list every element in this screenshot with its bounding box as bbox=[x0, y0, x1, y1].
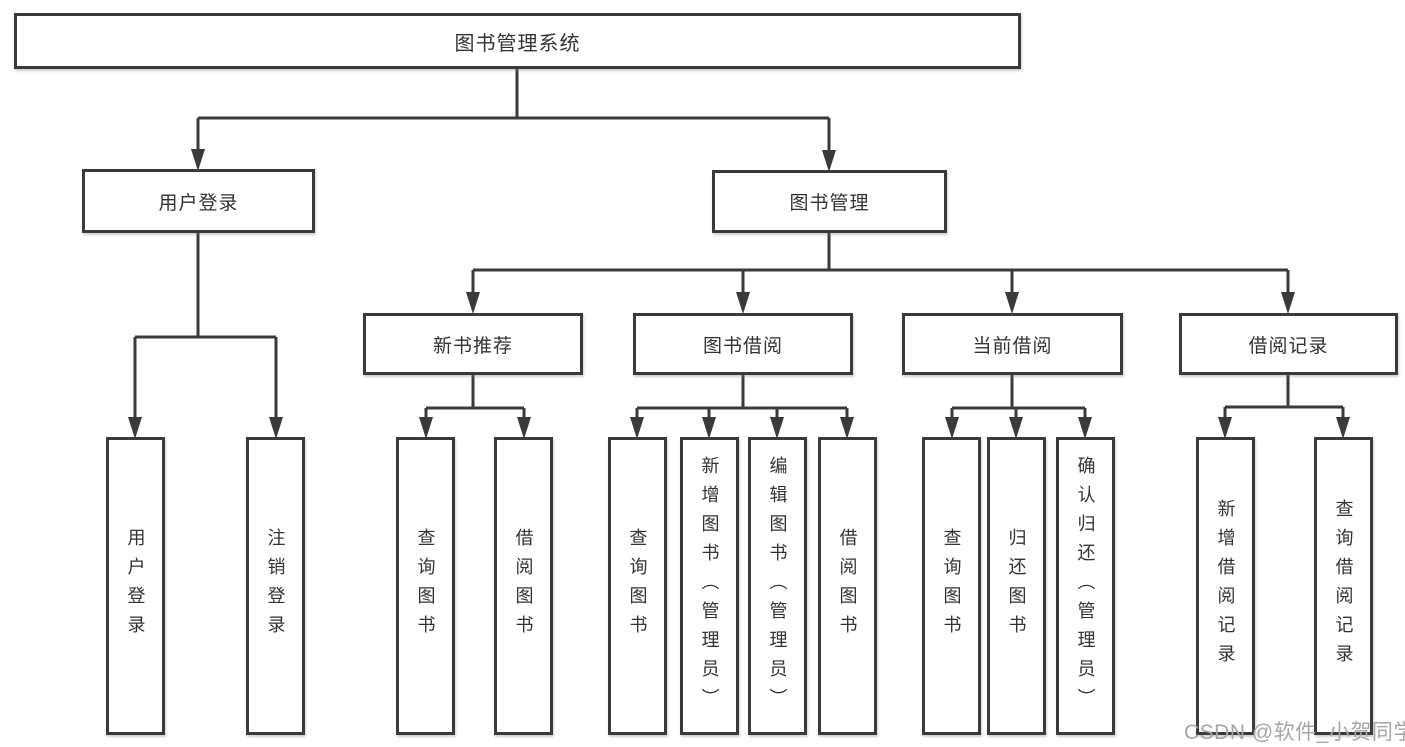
node-label: 新书推荐 bbox=[432, 335, 513, 357]
node-label: 查询图书 bbox=[941, 528, 962, 644]
node-library-management-system: 图书管理系统 bbox=[14, 13, 1021, 69]
node-label: 新增借阅记录 bbox=[1215, 499, 1236, 673]
node-label: 图书管理系统 bbox=[454, 32, 581, 55]
node-book-borrowing: 图书借阅 bbox=[633, 313, 853, 375]
node-leaf-borrow-books-2: 借阅图书 bbox=[818, 437, 877, 735]
node-new-book-recommend: 新书推荐 bbox=[363, 313, 583, 375]
node-label: 借阅图书 bbox=[837, 528, 858, 644]
node-label: 注销登录 bbox=[265, 528, 286, 644]
node-user-login-group: 用户登录 bbox=[82, 169, 315, 233]
csdn-watermark: CSDN @软件_小贺同学 bbox=[1184, 721, 1405, 744]
node-label: 确认归还（管理员） bbox=[1075, 455, 1096, 717]
node-label: 借阅图书 bbox=[513, 528, 534, 644]
node-leaf-return-book: 归还图书 bbox=[987, 437, 1046, 735]
node-leaf-user-login: 用户登录 bbox=[106, 437, 165, 735]
node-label: 图书借阅 bbox=[702, 335, 783, 357]
node-leaf-query-borrow-record: 查询借阅记录 bbox=[1314, 437, 1373, 735]
node-book-management: 图书管理 bbox=[712, 170, 947, 233]
node-leaf-query-books-2: 查询图书 bbox=[608, 437, 667, 735]
node-leaf-confirm-return-admin: 确认归还（管理员） bbox=[1056, 437, 1115, 735]
node-leaf-add-book-admin: 新增图书（管理员） bbox=[680, 437, 739, 735]
node-current-borrowing: 当前借阅 bbox=[902, 313, 1123, 375]
node-label: 新增图书（管理员） bbox=[699, 455, 720, 717]
node-label: 查询借阅记录 bbox=[1333, 499, 1354, 673]
node-leaf-edit-book-admin: 编辑图书（管理员） bbox=[748, 437, 807, 735]
node-label: 借阅记录 bbox=[1248, 335, 1329, 357]
node-leaf-add-borrow-record: 新增借阅记录 bbox=[1196, 437, 1255, 735]
node-label: 查询图书 bbox=[627, 528, 648, 644]
node-label: 用户登录 bbox=[125, 528, 146, 644]
node-leaf-logout: 注销登录 bbox=[246, 437, 305, 735]
node-label: 用户登录 bbox=[158, 192, 239, 214]
node-label: 归还图书 bbox=[1006, 528, 1027, 644]
node-leaf-query-books-1: 查询图书 bbox=[396, 437, 455, 735]
node-label: 编辑图书（管理员） bbox=[767, 455, 788, 717]
node-leaf-borrow-books-1: 借阅图书 bbox=[494, 437, 553, 735]
node-borrowing-records: 借阅记录 bbox=[1179, 313, 1398, 375]
node-leaf-query-books-3: 查询图书 bbox=[922, 437, 981, 735]
node-label: 图书管理 bbox=[789, 193, 870, 214]
node-label: 当前借阅 bbox=[972, 335, 1053, 357]
node-label: 查询图书 bbox=[415, 528, 436, 644]
